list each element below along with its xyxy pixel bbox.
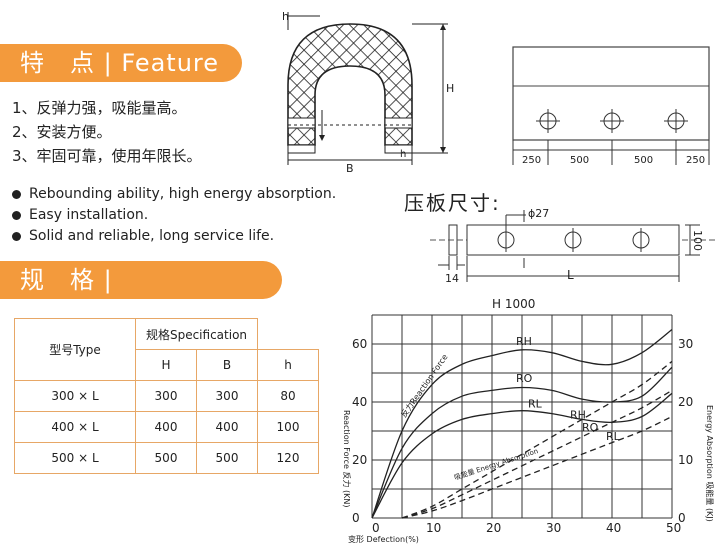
feature-cn-item: 3、牢固可靠，使用年限长。 xyxy=(12,147,202,165)
plate-drawing: ϕ27 100 14 L xyxy=(430,207,715,285)
plate-title: 压板尺寸: xyxy=(404,191,501,215)
table-cell: 120 xyxy=(257,442,319,474)
series-reaction-ro xyxy=(371,366,673,519)
series-label-energy-rl: RL xyxy=(606,430,621,443)
table-header-B: B xyxy=(196,349,258,381)
dim-h-top: h xyxy=(282,10,289,23)
plate-thickness-dim: 14 xyxy=(445,272,459,285)
table-header-spec: 规格Specification xyxy=(135,318,258,350)
side-dim-label: 250 xyxy=(522,155,541,166)
chart-ylabel-left: Reaction Force 反力 (KN) xyxy=(342,410,352,508)
fender-side-view: 250 500 500 250 xyxy=(512,46,710,166)
feature-en-text: Easy installation. xyxy=(29,207,149,223)
chart-xlabel: 变形 Defection(%) xyxy=(348,534,419,544)
feature-cn-item: 1、反弹力强，吸能量高。 xyxy=(12,99,187,117)
x-tick-label: 0 xyxy=(372,521,380,535)
table-cell: 300 xyxy=(196,380,258,412)
plate-length-dim: L xyxy=(567,268,574,282)
table-cell: 500 xyxy=(135,442,197,474)
table-cell: 400 xyxy=(196,411,258,443)
series-label-reaction-ro: RO xyxy=(516,372,533,385)
bullet-icon xyxy=(12,211,21,220)
x-tick-label: 20 xyxy=(486,521,501,535)
feature-en-text: Solid and reliable, long service life. xyxy=(29,228,275,244)
x-tick-label: 40 xyxy=(606,521,621,535)
table-header-H: H xyxy=(135,349,197,381)
x-tick-label: 10 xyxy=(426,521,441,535)
chart-grid xyxy=(371,314,673,519)
y-left-tick-label: 0 xyxy=(352,511,360,525)
chart-annotation-reaction: 反力Reaction Force xyxy=(398,352,449,419)
y-right-tick-label: 20 xyxy=(678,395,693,409)
fender-profile-drawing: h H B h xyxy=(282,10,454,175)
series-energy-rh xyxy=(401,360,673,519)
series-reaction-rl xyxy=(371,392,673,519)
side-dim-label: 500 xyxy=(634,155,653,166)
chart-ylabel-right: Energy Absorption 吸能量 (KJ) xyxy=(705,405,715,522)
side-dim-label: 500 xyxy=(570,155,589,166)
side-dim-label: 250 xyxy=(686,155,705,166)
feature-en-item: Easy installation. xyxy=(12,205,336,226)
table-cell: 300 × L xyxy=(14,380,136,412)
y-left-tick-label: 20 xyxy=(352,453,367,467)
x-tick-label: 30 xyxy=(546,521,561,535)
y-left-tick-label: 40 xyxy=(352,395,367,409)
feature-cn-item: 2、安装方便。 xyxy=(12,123,112,141)
dim-B: B xyxy=(346,162,354,175)
y-right-tick-label: 30 xyxy=(678,337,693,351)
series-reaction-rh xyxy=(371,328,673,519)
table-cell: 400 × L xyxy=(14,411,136,443)
spec-table: 型号Type 规格Specification H B h 300 × L 300… xyxy=(14,318,319,474)
y-left-tick-label: 60 xyxy=(352,337,367,351)
feature-list-en: Rebounding ability, high energy absorpti… xyxy=(12,184,336,247)
plate-hole-dim: ϕ27 xyxy=(528,207,549,220)
bullet-icon xyxy=(12,232,21,241)
table-cell: 500 × L xyxy=(14,442,136,474)
table-cell: 80 xyxy=(257,380,319,412)
y-right-tick-label: 10 xyxy=(678,453,693,467)
table-header-model: 型号Type xyxy=(14,318,136,381)
series-label-reaction-rh: RH xyxy=(516,335,532,348)
fender-arch xyxy=(287,23,413,146)
feature-en-item: Solid and reliable, long service life. xyxy=(12,226,336,247)
table-row: 400 × L 400 400 100 xyxy=(14,411,319,443)
series-energy-rl xyxy=(401,415,673,519)
feature-en-item: Rebounding ability, high energy absorpti… xyxy=(12,184,336,205)
table-cell: 100 xyxy=(257,411,319,443)
table-cell: 300 xyxy=(135,380,197,412)
table-cell: 500 xyxy=(196,442,258,474)
plate-height-dim: 100 xyxy=(691,230,704,251)
spec-banner: 规 格 | Specification xyxy=(0,261,282,332)
series-label-energy-rh: RH xyxy=(570,408,586,421)
chart-title: H 1000 xyxy=(492,297,535,311)
table-cell: 400 xyxy=(135,411,197,443)
dim-h-bottom: h xyxy=(400,149,406,160)
feature-banner: 特 点 | Feature xyxy=(0,44,242,82)
series-label-reaction-rl: RL xyxy=(528,397,543,410)
y-right-tick-label: 0 xyxy=(678,511,686,525)
table-row: 300 × L 300 300 80 xyxy=(14,380,319,412)
series-label-energy-ro: RO xyxy=(582,421,599,434)
table-row: 500 × L 500 500 120 xyxy=(14,442,319,474)
x-tick-label: 50 xyxy=(666,521,681,535)
dim-H: H xyxy=(446,82,454,95)
bullet-icon xyxy=(12,190,21,199)
table-header-h: h xyxy=(257,349,319,381)
feature-en-text: Rebounding ability, high energy absorpti… xyxy=(29,186,337,202)
feature-list-cn: 1、反弹力强，吸能量高。 2、安装方便。 3、牢固可靠，使用年限长。 xyxy=(12,96,202,168)
